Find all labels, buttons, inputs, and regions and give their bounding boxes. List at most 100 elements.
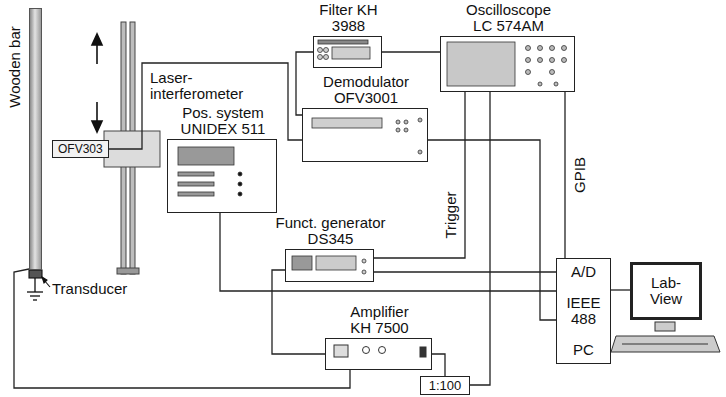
wooden-bar: Wooden bar (29, 8, 42, 270)
ground-symbol (33, 299, 37, 300)
transducer (42, 277, 47, 283)
scope-panel (550, 46, 555, 51)
box-text: IEEE 488 (561, 295, 607, 327)
scope-panel (447, 42, 515, 86)
positioner-panel (178, 172, 214, 176)
amplifier-box: Amplifier KH 7500 (325, 338, 432, 370)
cable-label: GPIB (572, 157, 588, 193)
box-text: Lab- View (643, 275, 689, 307)
filter-panel (318, 40, 368, 44)
positioner-panel (238, 182, 242, 186)
scope-panel (526, 70, 531, 75)
generator-panel (362, 270, 366, 274)
filter-panel (318, 48, 323, 53)
scope-panel (554, 82, 558, 86)
generator-panel (292, 256, 312, 270)
cable (374, 271, 556, 272)
computer-parts (655, 322, 675, 331)
scope-panel (526, 46, 531, 51)
bar-label: Wooden bar (6, 26, 22, 107)
positioner-panel (178, 147, 234, 165)
pc-box: A/D IEEE 488PC (556, 258, 611, 364)
scope-panel (447, 42, 567, 86)
cable (432, 354, 445, 376)
generator-panel (316, 256, 356, 270)
scope-panel (562, 46, 567, 51)
scope-panel (550, 58, 555, 63)
part-name: Transducer (52, 281, 127, 297)
divider-box: 1:100 (420, 376, 470, 395)
computer-parts (622, 344, 708, 345)
filter-panel (318, 55, 323, 60)
computer-parts (611, 336, 720, 352)
amplifier-panel (334, 345, 426, 357)
cable (374, 92, 465, 258)
cable (109, 63, 302, 149)
amplifier-panel (363, 347, 370, 354)
cable (564, 92, 565, 258)
motion-arrows (96, 102, 98, 122)
instrument-title: Amplifier KH 7500 (340, 304, 420, 336)
cable (296, 52, 313, 115)
generator-box: Funct. generator DS345 (285, 249, 374, 282)
demodulator-panel (418, 118, 422, 122)
ground-symbol (34, 278, 35, 292)
positioner-panel (238, 192, 242, 196)
filter-panel (318, 40, 371, 60)
ground-symbol (27, 278, 43, 300)
cable (272, 270, 325, 354)
box-text: A/D (571, 264, 596, 280)
motion-arrows (96, 44, 98, 64)
positioner-panel (178, 192, 214, 196)
scope-panel (526, 58, 531, 63)
transducer (29, 270, 50, 287)
positioner-panel (178, 182, 214, 186)
positioning-rail (117, 268, 139, 274)
cable-label: Trigger (443, 192, 459, 239)
amplifier-panel (379, 347, 386, 354)
motion-arrows (92, 121, 102, 132)
computer-parts (611, 322, 720, 352)
demodulator-panel (396, 120, 400, 124)
box-text: 1:100 (429, 378, 462, 393)
demodulator-box: Demodulator OFV3001 (302, 108, 428, 162)
cable (382, 51, 440, 52)
motion-arrows (92, 34, 102, 45)
demodulator-panel (396, 128, 400, 132)
motion-arrows (92, 34, 102, 132)
scope-panel (562, 58, 567, 63)
demodulator-panel (404, 120, 408, 124)
scope-panel (538, 82, 542, 86)
positioner-panel (178, 147, 242, 196)
cable (14, 269, 350, 388)
instrument-title: Pos. system UNIDEX 511 (176, 105, 271, 137)
scope-panel (538, 46, 543, 51)
filter-panel (324, 48, 329, 53)
demodulator-panel (312, 118, 382, 128)
positioner-panel (238, 172, 242, 176)
box-text: OFV303 (58, 142, 103, 156)
filter-box: Filter KH 3988 (313, 36, 382, 68)
ground-symbol (30, 295, 40, 296)
cable (220, 213, 556, 291)
ground-symbol (27, 291, 43, 292)
positioner-box: Pos. system UNIDEX 511 (167, 139, 277, 213)
cable (428, 140, 556, 320)
demodulator-panel (312, 118, 422, 154)
cable (611, 289, 630, 290)
oscilloscope-box: Oscilloscope LC 574AM (440, 36, 575, 92)
box-text: PC (573, 342, 594, 358)
amplifier-panel (420, 347, 426, 357)
amplifier-panel (334, 345, 348, 357)
scope-panel (550, 70, 555, 75)
filter-panel (332, 47, 370, 59)
monitor-screen: Lab- View (630, 262, 702, 320)
filter-panel (324, 55, 329, 60)
instrument-title: Funct. generator DS345 (271, 215, 391, 247)
demodulator-panel (418, 150, 422, 154)
laser-head: OFV303 (52, 140, 109, 158)
instrument-name: Laser-interferometer (150, 70, 250, 102)
generator-panel (292, 256, 366, 274)
generator-panel (362, 259, 366, 263)
